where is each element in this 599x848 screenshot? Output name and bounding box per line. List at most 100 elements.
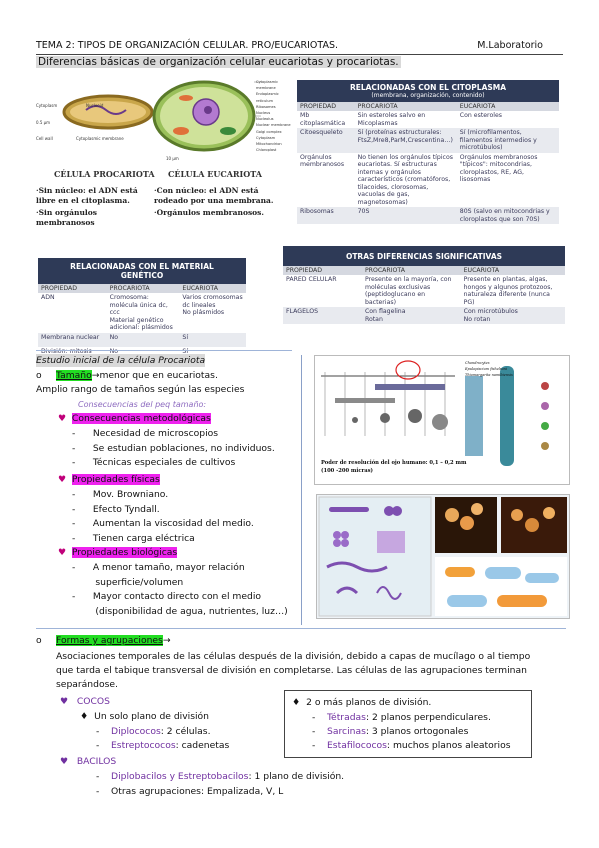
uno-plano-line: ♦ Un solo plano de división bbox=[80, 710, 209, 723]
section-divider bbox=[36, 350, 292, 351]
table-cell: 70S bbox=[354, 207, 457, 224]
doc-header-title: TEMA 2: TIPOS DE ORGANIZACIÓN CELULAR. P… bbox=[36, 40, 339, 51]
table-cell: Con flagelina Rotan bbox=[361, 307, 461, 324]
euk-label: Nucleolus bbox=[256, 117, 274, 122]
table-cell: Membrana nuclear bbox=[38, 332, 107, 347]
table-cell: Con esteroles bbox=[459, 112, 502, 119]
table-cell: Cromosoma: molécula única dc, ccc Materi… bbox=[109, 294, 173, 331]
table-other-grid: PROPIEDAD PROCARIOTA EUCARIOTA PARED CEL… bbox=[283, 266, 565, 324]
table-cell: No bbox=[109, 347, 119, 355]
tamano-label: Tamaño bbox=[56, 370, 92, 381]
fisicas-label: Propiedades físicas bbox=[71, 474, 160, 485]
list-item-text: Aumentan la viscosidad del medio. bbox=[92, 518, 254, 529]
formas-label: Formas y agrupaciones bbox=[56, 635, 163, 646]
list-item-text: Mov. Browniano. bbox=[92, 489, 169, 500]
arrow-icon: → bbox=[162, 635, 171, 646]
cocos-heading: ♥ COCOS bbox=[60, 695, 110, 709]
table-cell: División: mitosis bbox=[41, 347, 92, 355]
species-label: Epulopiscium fishelsoni bbox=[465, 367, 508, 371]
dos-planos-text: 2 o más planos de división. bbox=[306, 697, 432, 708]
list-item: - Aumentan la viscosidad del medio. bbox=[72, 518, 254, 529]
table-cell: Citoesqueleto bbox=[297, 128, 355, 153]
list-item-text: superficie/volumen bbox=[95, 576, 184, 588]
list-item-text: Mayor contacto directo con el medio bbox=[92, 591, 262, 602]
table-header-row: PROPIEDAD PROCARIOTA EUCARIOTA bbox=[297, 102, 559, 111]
estrepto-text: : cadenetas bbox=[175, 740, 230, 751]
resolution-caption-2: (100 -200 micras) bbox=[321, 468, 373, 474]
table-cytoplasm-header: RELACIONADAS CON EL CITOPLASMA (membrana… bbox=[297, 80, 559, 102]
bacilos-label: BACILOS bbox=[76, 756, 117, 767]
formas-paragraph-1: Asociaciones temporales de las células d… bbox=[56, 651, 531, 662]
table-cytoplasm-title: RELACIONADAS CON EL CITOPLASMA bbox=[349, 83, 507, 92]
diplobac-text: : 1 plano de división. bbox=[248, 771, 345, 782]
sarcinas-line: - Sarcinas: 3 planos ortogonales bbox=[312, 726, 469, 737]
scale-right: 10 µm bbox=[166, 156, 179, 161]
table-row: PARED CELULAR Presente en la mayoría, co… bbox=[283, 275, 565, 307]
table-cell: ADN bbox=[41, 294, 55, 301]
table-cell: FLAGELOS bbox=[283, 307, 362, 324]
euk-label: Golgi complex bbox=[256, 129, 282, 134]
label-nucleoid: Nucleoid bbox=[86, 103, 104, 108]
list-item: - Técnicas especiales de cultivos bbox=[72, 457, 236, 468]
col-header: PROPIEDAD bbox=[38, 284, 107, 293]
col-header: EUCARIOTA bbox=[456, 102, 559, 111]
heart-icon: ♥ bbox=[58, 548, 67, 558]
tamano-text: menor que en eucariotas. bbox=[99, 370, 218, 381]
otras-text: Otras agrupaciones: Empalizada, V, L bbox=[111, 786, 284, 797]
table-genetic-grid: PROPIEDAD PROCARIOTA EUCARIOTA ADN Cromo… bbox=[38, 284, 246, 361]
col-header: EUCARIOTA bbox=[460, 266, 565, 275]
col-header: PROPIEDAD bbox=[283, 266, 362, 275]
diplo-line: - Diplococos: 2 células. bbox=[96, 726, 211, 737]
size-scale-diagram bbox=[321, 360, 549, 466]
prok-bullet-2: ·Sin orgánulos membranosos bbox=[36, 208, 97, 227]
section-subtitle: Diferencias básicas de organización celu… bbox=[36, 56, 401, 68]
list-item-text: Tienen carga eléctrica bbox=[92, 532, 195, 544]
estafilo-label: Estafilococos bbox=[327, 740, 387, 751]
table-row: ADN Cromosoma: molécula única dc, ccc Ma… bbox=[38, 293, 246, 333]
sarcinas-label: Sarcinas bbox=[327, 726, 366, 737]
table-cell: Presente en plantas, algas, hongos y alg… bbox=[463, 276, 553, 306]
table-cytoplasm-grid: PROPIEDAD PROCARIOTA EUCARIOTA Mb citopl… bbox=[297, 102, 559, 224]
list-item: (disponibilidad de agua, nutrientes, luz… bbox=[72, 605, 287, 620]
euk-label: Mitochondrion bbox=[256, 142, 282, 147]
consecuencias-label: Consecuencias del peq tamaño: bbox=[78, 400, 207, 409]
diamond-bullet-icon: ♦ bbox=[80, 711, 89, 722]
list-item-text: Técnicas especiales de cultivos bbox=[92, 457, 236, 468]
diplobac-label: Diplobacilos y Estreptobacilos bbox=[111, 771, 249, 782]
list-item-text: A menor tamaño, mayor relación bbox=[92, 562, 245, 573]
label-cytoplasmic-membrane: Cytoplasmic membrane bbox=[76, 136, 124, 141]
table-cell: Sin esteroles salvo en Micoplasmas bbox=[357, 112, 426, 127]
sarcinas-text: : 3 planos ortogonales bbox=[365, 726, 469, 737]
list-item: - Mayor contacto directo con el medio bbox=[72, 591, 262, 602]
table-cell: Sí bbox=[182, 347, 189, 355]
uno-plano-text: Un solo plano de división bbox=[94, 711, 210, 722]
table-row: Ribosomas 70S 80S (salvo en mitocondrias… bbox=[297, 207, 559, 224]
arrow-icon: → bbox=[91, 370, 100, 381]
diplobac-line: - Diplobacilos y Estreptobacilos: 1 plan… bbox=[96, 771, 345, 782]
formas-paragraph-3: separándose. bbox=[56, 679, 118, 690]
tamano-line: Tamaño→menor que en eucariotas. bbox=[56, 369, 218, 382]
cell-diagram bbox=[62, 80, 261, 152]
resolution-figure: Chondrocytes Epulopiscium fishelsoni Thi… bbox=[314, 355, 570, 485]
bacteria-shapes-diagram bbox=[318, 496, 567, 617]
table-row: Citoesqueleto Sí (proteínas estructurale… bbox=[297, 128, 559, 153]
euk-label: Nuclear membrane bbox=[256, 123, 291, 128]
bacilos-heading: ♥ BACILOS bbox=[60, 755, 116, 769]
tetradas-label: Tétradas bbox=[327, 712, 366, 723]
table-header-row: PROPIEDAD PROCARIOTA EUCARIOTA bbox=[283, 266, 565, 275]
amplio-text: Amplio rango de tamaños según las especi… bbox=[36, 384, 245, 395]
table-cell: PARED CELULAR bbox=[286, 276, 337, 283]
table-cell: Sí (proteínas estructurales: FtsZ,Mre8,P… bbox=[354, 128, 457, 153]
prok-bullet-1: ·Sin núcleo: el ADN está libre en el cit… bbox=[36, 186, 138, 205]
table-row: División: mitosis No Sí bbox=[38, 347, 246, 361]
table-header-row: PROPIEDAD PROCARIOTA EUCARIOTA bbox=[38, 284, 246, 293]
table-row: Orgánulos membranosos No tienen los orgá… bbox=[297, 153, 559, 208]
prok-title: CÉLULA PROCARIOTA bbox=[54, 169, 155, 179]
dos-planos-line: ♦ 2 o más planos de división. bbox=[292, 696, 431, 709]
cell-comparison-figure: Cytoplasm Nucleoid Cell wall Cytoplasmic… bbox=[36, 76, 291, 236]
table-cell: No tienen los orgánulos típicos eucariot… bbox=[357, 153, 453, 206]
doc-header-author: M.Laboratorio bbox=[477, 40, 543, 51]
table-cell: Orgánulos membranosos bbox=[300, 153, 345, 169]
estafilo-line: - Estafilococos: muchos planos aleatorio… bbox=[312, 740, 511, 751]
heart-icon: ♥ bbox=[60, 757, 69, 767]
